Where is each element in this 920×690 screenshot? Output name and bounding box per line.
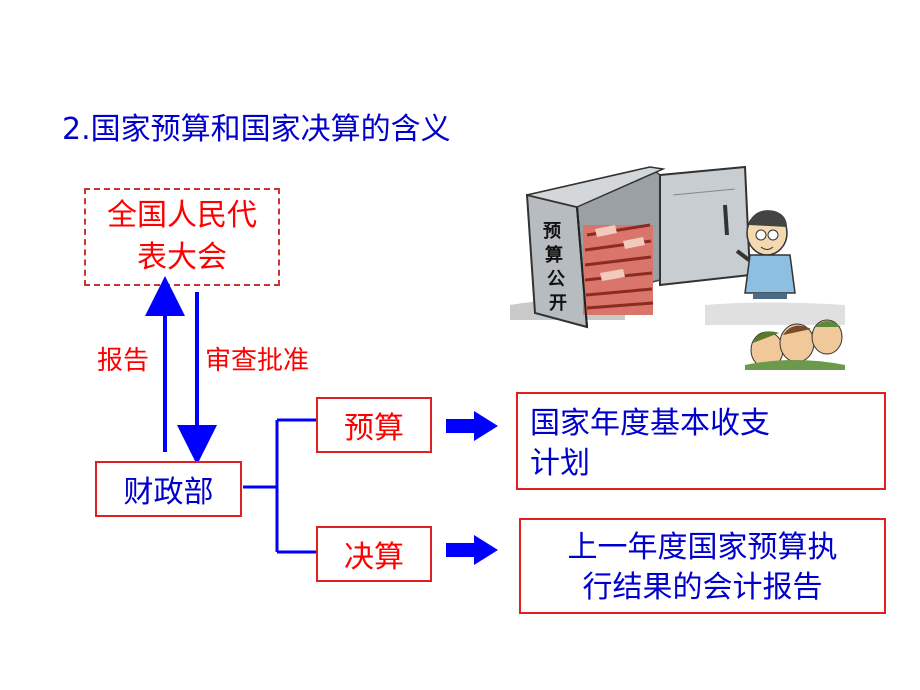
approve-label: 审查批准 [205, 346, 310, 376]
ministry-box: 财政部 [95, 461, 242, 517]
npc-label: 全国人民代表大会 [107, 198, 257, 275]
final-definition-line2: 行结果的会计报告 [582, 570, 823, 605]
report-label: 报告 [97, 346, 150, 376]
final-term-label: 决算 [344, 540, 404, 575]
money-stacks [583, 223, 654, 315]
crowd-figures [745, 319, 845, 370]
budget-block-arrow [446, 411, 498, 441]
final-term-box: 决算 [316, 526, 432, 582]
final-block-arrow [446, 535, 498, 565]
budget-definition-line1: 国家年度基本收支 [530, 406, 770, 441]
safe-label-char-3: 公 [547, 269, 565, 290]
npc-box: 全国人民代表大会 [84, 188, 280, 286]
final-definition-line1: 上一年度国家预算执 [567, 530, 838, 565]
safe-label-char-1: 预 [543, 221, 561, 242]
safe-label: 预 算 公 开 [543, 221, 567, 314]
person-opening-door [735, 210, 796, 299]
page-title: 2.国家预算和国家决算的含义 [62, 112, 451, 147]
safe-label-char-2: 算 [545, 244, 563, 266]
budget-definition-line2: 计划 [530, 446, 590, 481]
budget-term-label: 预算 [344, 411, 404, 446]
ministry-label: 财政部 [123, 475, 214, 510]
safe-label-char-4: 开 [549, 293, 567, 314]
budget-disclosure-cartoon: 预 算 公 开 [510, 165, 845, 370]
budget-term-box: 预算 [316, 397, 432, 453]
final-definition-box: 上一年度国家预算执 行结果的会计报告 [519, 518, 886, 614]
budget-definition-box: 国家年度基本收支 计划 [516, 392, 886, 490]
